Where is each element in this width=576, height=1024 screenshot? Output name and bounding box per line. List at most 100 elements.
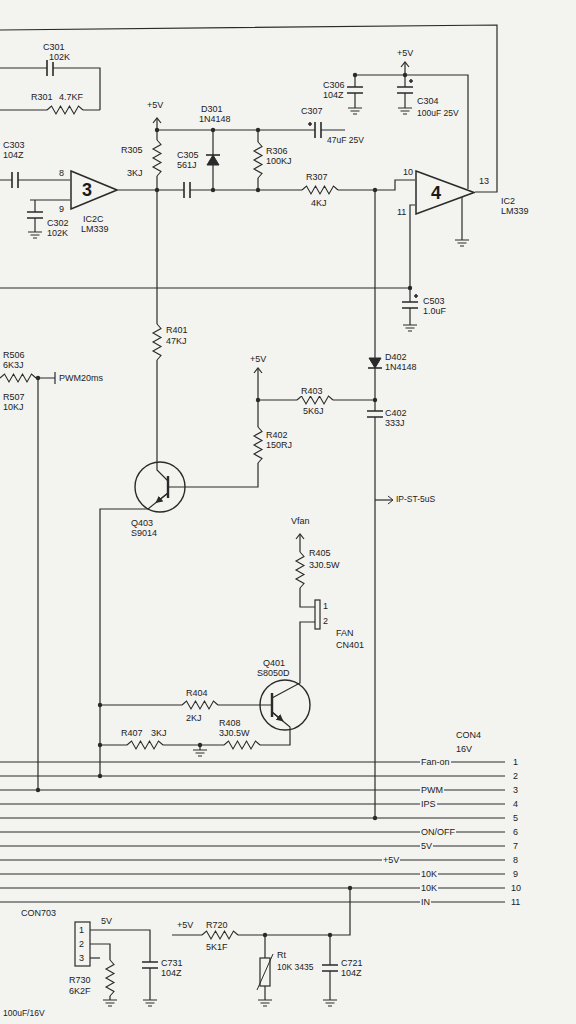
comparator-triangle: 3 — [70, 170, 118, 210]
resistor-symbol — [254, 427, 262, 463]
part-name: C721 — [340, 958, 364, 968]
wire — [374, 190, 375, 818]
emitter-arrow — [156, 493, 168, 503]
part-name: Rt — [276, 950, 287, 960]
value-label: 104Z — [340, 968, 363, 978]
ground-symbol — [193, 750, 207, 756]
value-label: 100KJ — [265, 156, 293, 166]
capacitor-gap — [407, 302, 413, 308]
junction-dot — [403, 73, 407, 77]
wire — [54, 372, 55, 384]
resistor-symbol — [254, 142, 262, 178]
value-label: 5K6J — [302, 406, 325, 416]
junction-dot — [211, 128, 215, 132]
supply-arrow — [153, 118, 161, 123]
thermistor-slash — [257, 954, 273, 990]
resistor-symbol — [296, 552, 304, 588]
wire — [0, 287, 410, 288]
resistor-symbol — [182, 701, 218, 709]
value-label: ON/OFF — [420, 827, 456, 837]
part-name: R506 — [2, 350, 26, 360]
wire — [461, 197, 462, 240]
comparator-triangle: 4 — [415, 170, 475, 215]
resistor-symbol — [47, 106, 83, 114]
junction-dot — [256, 398, 260, 402]
junction-dot — [328, 933, 332, 937]
resistor-symbol — [153, 324, 161, 360]
value-label: 47KJ — [165, 336, 188, 346]
resistor-symbol — [297, 396, 333, 404]
value-label: 5K1F — [205, 942, 229, 952]
value-label: 16V — [455, 744, 473, 754]
wire — [258, 368, 375, 400]
value-label: 150RJ — [265, 440, 293, 450]
part-name: C301 — [42, 42, 66, 52]
transistor-base-bar — [271, 693, 273, 717]
ground-symbol — [403, 325, 417, 331]
pin-number: 8 — [58, 168, 65, 178]
resistor-gap — [105, 960, 115, 996]
wire — [375, 499, 392, 500]
value-label: +5V — [396, 48, 414, 58]
value-label: 4KJ — [310, 198, 328, 208]
part-name: R408 — [218, 718, 242, 728]
value-label: PWM — [420, 785, 444, 795]
junction-dot — [36, 788, 40, 792]
value-label: +5V — [382, 855, 400, 865]
capacitor-gap — [147, 962, 153, 968]
diode-symbol — [207, 155, 219, 165]
value-label: LM339 — [500, 206, 530, 216]
part-name: C731 — [160, 958, 184, 968]
resistor-gap — [127, 740, 163, 750]
pin-number: 2 — [78, 939, 85, 949]
transistor-body — [135, 462, 185, 512]
part-name: R407 — [120, 728, 144, 738]
triangle-outline — [70, 170, 118, 210]
part-name: C503 — [422, 296, 446, 306]
part-name: R404 — [185, 688, 209, 698]
pin-number: 3 — [512, 785, 519, 795]
capacitor-symbol — [347, 87, 363, 93]
part-name: Q401 — [262, 658, 286, 668]
part-name: C402 — [384, 408, 408, 418]
capacitor-symbol — [184, 182, 190, 198]
part-name: C304 — [416, 96, 440, 106]
value-label: Fan-on — [420, 757, 451, 767]
transistor-body — [260, 680, 310, 730]
value-label: 3KJ — [150, 728, 168, 738]
supply-arrow — [296, 534, 304, 539]
value-label: 102K — [46, 228, 69, 238]
wire — [90, 957, 100, 958]
capacitor-gap — [402, 87, 408, 93]
pin-number: 2 — [512, 771, 519, 781]
part-name: R305 — [120, 145, 144, 155]
part-name: IC2C — [82, 214, 105, 224]
junction-dot — [211, 188, 215, 192]
value-label: 1N4148 — [384, 362, 418, 372]
value-label: 5V — [420, 841, 433, 851]
part-name: R306 — [265, 146, 289, 156]
resistor-symbol — [153, 140, 161, 176]
value-label: 5V — [100, 916, 113, 926]
resistor-symbol — [127, 741, 163, 749]
part-name: D301 — [200, 104, 224, 114]
value-label: 333J — [384, 418, 406, 428]
part-name: C307 — [300, 106, 324, 116]
value-label: 104Z — [2, 150, 25, 160]
value-label: PWM20ms — [58, 373, 104, 383]
junction-dot — [373, 188, 377, 192]
resistor-gap — [0, 373, 36, 383]
transistor-base-bar — [167, 476, 169, 498]
junction-dot — [348, 886, 352, 890]
value-label: +5V — [249, 354, 267, 364]
value-label: 561J — [176, 160, 198, 170]
resistor-gap — [224, 740, 260, 750]
part-name: Q403 — [130, 518, 154, 528]
wire — [404, 62, 405, 108]
connector-body — [75, 922, 90, 966]
pin-number: 13 — [478, 176, 490, 186]
ground-symbol — [143, 1000, 157, 1006]
pin-number: 10 — [402, 167, 414, 177]
pin-number: 11 — [510, 897, 521, 907]
value-label: Vfan — [290, 516, 311, 526]
